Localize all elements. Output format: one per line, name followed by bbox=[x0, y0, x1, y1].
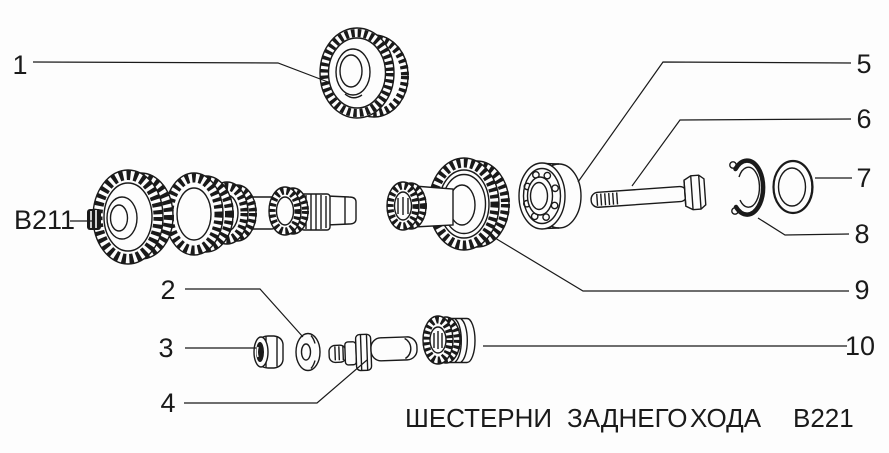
countershaft-end bbox=[326, 195, 357, 226]
bolt-threads bbox=[596, 192, 619, 206]
washer bbox=[295, 332, 321, 372]
ball-bearing bbox=[518, 162, 582, 230]
callout-4: 4 bbox=[160, 388, 175, 418]
leader-5 bbox=[577, 61, 852, 183]
caption-word-1: ШЕСТЕРНИ bbox=[405, 403, 552, 433]
gear-bore bbox=[339, 54, 363, 88]
washer-hole bbox=[300, 343, 312, 361]
bolt-head bbox=[683, 174, 707, 211]
callout-6: 6 bbox=[856, 104, 871, 134]
callout-labels: 1 2 3 4 5 6 7 8 9 10 B211 bbox=[12, 49, 875, 418]
lock-ring-depth bbox=[798, 161, 813, 213]
gear-hub bbox=[335, 48, 371, 96]
caption-code: В221 bbox=[793, 403, 854, 433]
countershaft-pinion bbox=[268, 186, 309, 236]
axle-shaft bbox=[370, 336, 418, 362]
countershaft-drive-gear bbox=[92, 169, 174, 265]
drive-gear-hub bbox=[106, 196, 138, 240]
callout-2: 2 bbox=[160, 275, 175, 305]
axle-collar bbox=[354, 333, 373, 372]
small-reverse-gear bbox=[422, 315, 476, 365]
reverse-idler-gear bbox=[386, 157, 510, 251]
caption: ШЕСТЕРНИ ЗАДНЕГО ХОДА В221 bbox=[405, 403, 854, 433]
axle-threads bbox=[334, 346, 345, 361]
small-gear-groove bbox=[454, 318, 469, 363]
snap-ring-tip-top bbox=[729, 161, 737, 169]
leader-4 bbox=[184, 359, 368, 404]
caption-word-2: ЗАДНЕГО bbox=[567, 403, 687, 433]
snap-ring-body bbox=[733, 158, 766, 217]
countershaft-second-gear bbox=[164, 172, 234, 256]
leader-2 bbox=[185, 288, 304, 338]
snap-ring-inner-edge bbox=[738, 166, 761, 208]
small-gear-splines bbox=[433, 331, 443, 349]
bolt bbox=[590, 174, 707, 211]
idler-splined-end bbox=[386, 181, 427, 231]
gear-teeth-front bbox=[320, 29, 394, 117]
callout-5: 5 bbox=[856, 49, 871, 79]
gear-keyway bbox=[344, 93, 363, 99]
reverse-driven-gear bbox=[319, 27, 409, 119]
axle-end-cap bbox=[404, 337, 412, 360]
washer-shading bbox=[310, 335, 316, 369]
snap-ring-tip-bottom bbox=[731, 207, 739, 215]
axle-step bbox=[344, 341, 358, 366]
lock-ring-inner bbox=[777, 167, 807, 207]
caption-word-3: ХОДА bbox=[690, 403, 762, 433]
leader-1 bbox=[32, 61, 329, 83]
callout-1: 1 bbox=[12, 50, 27, 80]
leader-9 bbox=[494, 237, 849, 292]
bolt-head-facets bbox=[683, 175, 702, 210]
bearing-bore bbox=[529, 181, 549, 211]
leader-8 bbox=[757, 217, 850, 236]
callout-7: 7 bbox=[856, 163, 871, 193]
countershaft-front-stub bbox=[87, 209, 101, 230]
lock-ring bbox=[772, 159, 814, 215]
drive-gear-bore bbox=[109, 204, 129, 232]
callout-8: 8 bbox=[854, 219, 869, 249]
washer-face bbox=[295, 332, 321, 372]
callout-10: 10 bbox=[845, 331, 875, 361]
leader-6 bbox=[631, 118, 852, 187]
callout-3: 3 bbox=[158, 333, 173, 363]
countershaft-assembly bbox=[87, 169, 357, 265]
shaft-code-label: B211 bbox=[14, 205, 75, 235]
leader-lines bbox=[32, 61, 852, 404]
callout-9: 9 bbox=[854, 275, 869, 305]
idler-axle bbox=[328, 333, 418, 372]
snap-ring bbox=[729, 158, 766, 217]
nut bbox=[253, 335, 284, 369]
